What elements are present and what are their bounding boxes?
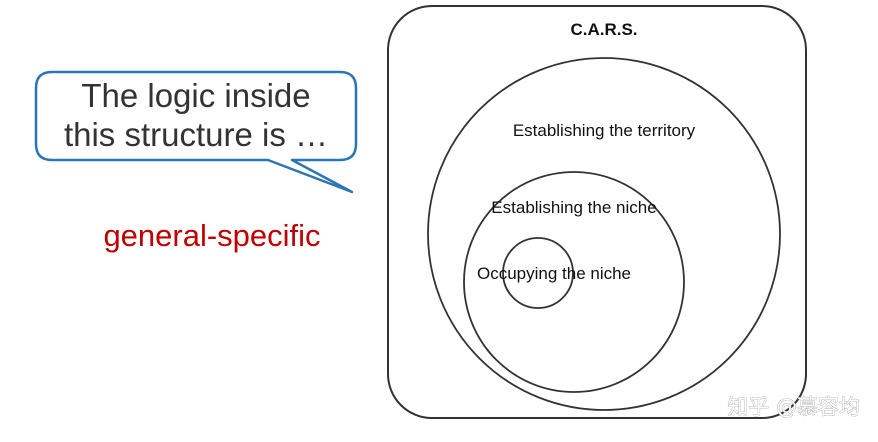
territory-circle (427, 57, 781, 411)
territory-label: Establishing the territory (513, 121, 696, 140)
occupy-label: Occupying the niche (477, 264, 631, 283)
niche-label: Establishing the niche (491, 198, 656, 217)
occupy-circle (502, 237, 574, 309)
callout-bubble (34, 70, 358, 194)
callout-line-2: this structure is … (64, 116, 328, 153)
niche-circle (463, 171, 685, 393)
watermark-text: 知乎 @慕容均 (727, 395, 860, 419)
cars-title: C.A.R.S. (570, 20, 637, 39)
logic-answer-text: general-specific (103, 218, 320, 253)
callout-line-1: The logic inside (81, 77, 310, 114)
cars-frame (387, 5, 807, 419)
